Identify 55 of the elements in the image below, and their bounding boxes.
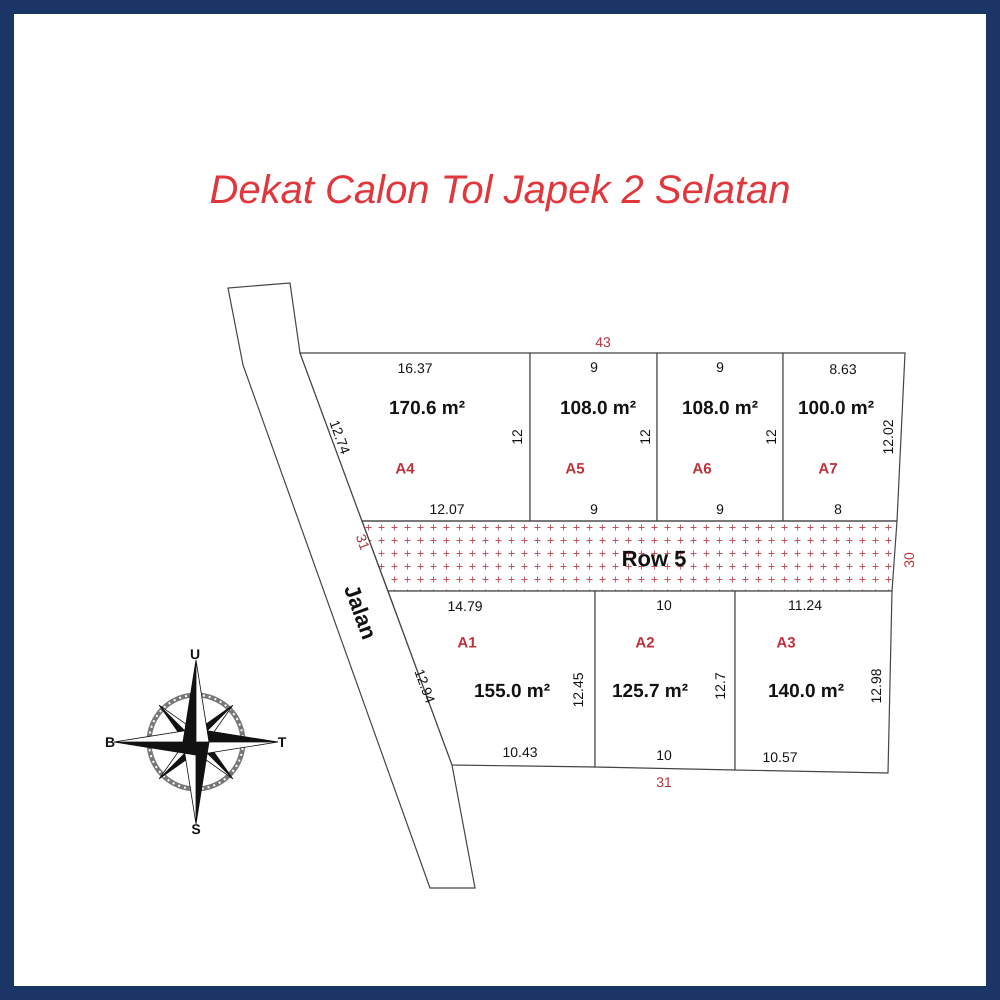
area-label: 100.0 m²	[798, 398, 874, 420]
area-label: 140.0 m²	[768, 681, 844, 703]
area-label: 108.0 m²	[560, 398, 636, 420]
total-dimension-label: 31	[656, 774, 672, 790]
lot-plot	[595, 591, 735, 770]
area-label: 108.0 m²	[682, 398, 758, 420]
row-label: Row 5	[622, 546, 686, 572]
lot-code: A4	[395, 460, 415, 478]
lot-plot	[783, 353, 905, 521]
dimension-label: 9	[716, 501, 724, 517]
dimension-label: 12	[509, 429, 525, 445]
compass-direction-label: U	[190, 646, 200, 662]
dimension-label: 8	[834, 501, 842, 517]
dimension-label: 9	[590, 501, 598, 517]
dimension-label: 11.24	[788, 597, 822, 613]
compass-direction-label: B	[104, 734, 116, 750]
lot-code: A7	[818, 460, 838, 478]
total-dimension-label: 30	[901, 552, 917, 568]
dimension-label: 12.07	[429, 501, 465, 517]
dimension-label: 12	[763, 429, 779, 445]
lot-plot	[735, 591, 892, 773]
compass-direction-label: S	[191, 821, 201, 837]
dimension-label: 8.63	[829, 361, 857, 377]
dimension-label: 12.98	[868, 668, 884, 704]
dimension-label: 10	[656, 597, 672, 613]
dimension-label: 10.57	[762, 749, 798, 765]
dimension-label: 12.45	[570, 672, 586, 708]
compass-direction-label: T	[278, 734, 286, 750]
dimension-label: 10	[656, 747, 672, 763]
lot-plot	[530, 353, 657, 521]
lot-code: A6	[692, 460, 712, 478]
dimension-label: 12.74	[326, 418, 354, 456]
lot-code: A1	[457, 634, 477, 652]
dimension-label: 12.02	[880, 419, 896, 455]
lot-code: A2	[635, 634, 655, 652]
area-label: 170.6 m²	[388, 398, 466, 420]
lot-plot	[388, 591, 595, 767]
subtitle: Dekat Calon Tol Japek 2 Selatan	[209, 168, 791, 213]
dimension-label: 10.43	[502, 744, 538, 760]
dimension-label: 16.37	[397, 360, 433, 376]
lot-code: A5	[565, 460, 585, 478]
road-label: Jalan	[338, 581, 382, 643]
area-label: 155.0 m²	[474, 681, 550, 703]
dimension-label: 12.94	[412, 666, 438, 706]
lot-code: A3	[776, 634, 796, 652]
lot-plot	[300, 353, 530, 521]
lot-plot	[657, 353, 783, 521]
total-dimension-label: 43	[595, 334, 611, 350]
dimension-label: 14.79	[447, 598, 483, 614]
dimension-label: 12.7	[712, 672, 728, 700]
dimension-label: 9	[590, 359, 598, 375]
dimension-label: 9	[716, 359, 724, 375]
area-label: 125.7 m²	[612, 681, 688, 703]
dimension-label: 12	[637, 429, 653, 445]
total-dimension-label: 31	[352, 532, 374, 552]
